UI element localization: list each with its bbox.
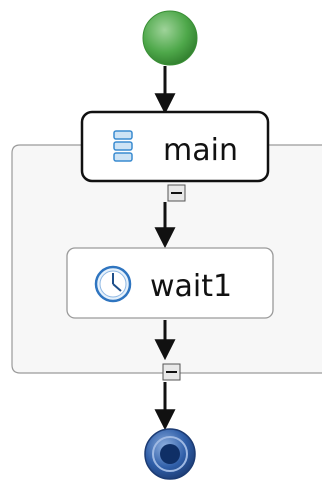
clock-icon: [94, 265, 132, 303]
sequence-icon: [113, 130, 133, 162]
start-node[interactable]: [142, 10, 198, 66]
end-node[interactable]: [144, 428, 196, 480]
wait-node[interactable]: wait1: [66, 247, 274, 319]
collapse-toggle-scope[interactable]: [162, 363, 181, 381]
wait-node-label: wait1: [150, 269, 232, 304]
main-node[interactable]: main: [80, 110, 270, 183]
collapse-toggle-main[interactable]: [167, 184, 186, 202]
main-node-label: main: [163, 133, 238, 168]
